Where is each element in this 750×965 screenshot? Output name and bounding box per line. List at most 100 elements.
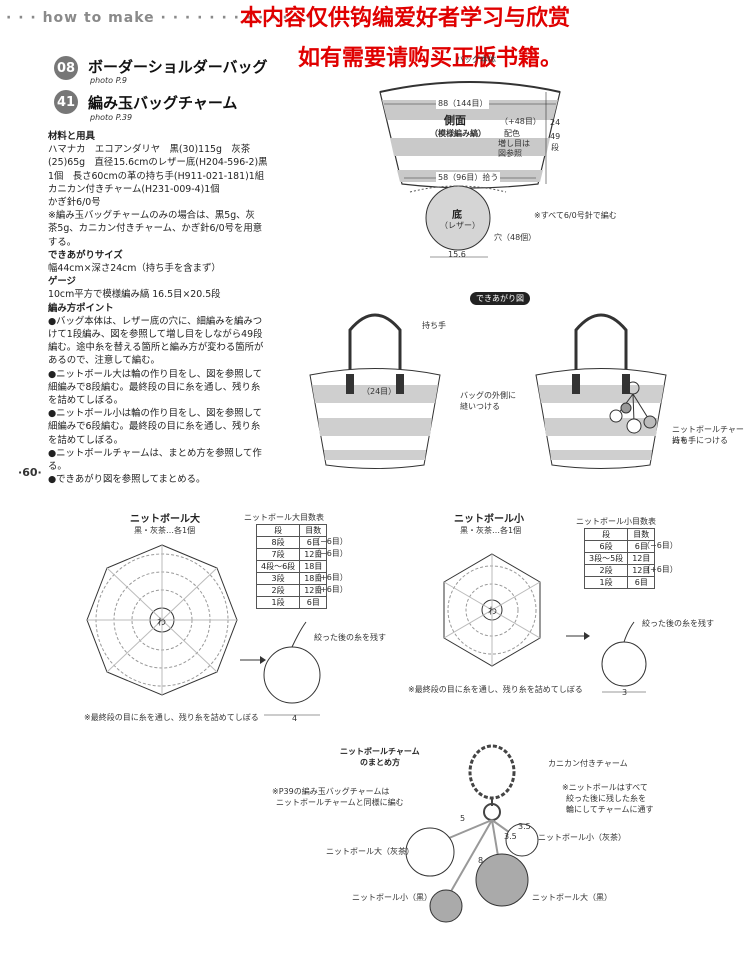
materials-heading: 材料と用具 — [48, 131, 95, 142]
rows-unit: 段 — [551, 143, 559, 152]
width-top-label: 88（144目） — [436, 98, 490, 109]
project-title: 編み玉バッグチャーム — [88, 94, 238, 112]
ball-large-result — [240, 621, 321, 716]
ball-large-tail: 絞った後の糸を残す — [314, 633, 386, 642]
points-line: 編む。途中糸を替える箇所と編み方が変わる箇所が — [48, 342, 264, 354]
ball-large-black-label: ニットボール大（黒） — [532, 893, 612, 902]
ball-small-center: わ — [488, 607, 498, 617]
materials-line: する。 — [48, 236, 77, 248]
thread-note: ※ニットボールはすべて — [562, 783, 648, 792]
charm-note: ニットボールチャームを — [672, 425, 744, 445]
materials-line: カニカン付きチャーム(H231-009-4)1個 — [48, 183, 220, 195]
finished-bags — [309, 313, 667, 469]
photo-ref: photo P.39 — [90, 113, 133, 122]
page-number: ·60· — [18, 466, 42, 479]
points-line: を詰めてしぼる。 — [48, 434, 124, 446]
ball-small-table-notes: （−6目） （+6目） — [642, 541, 678, 574]
ball-large-table-notes: （−6目）（−6目） （+6目）（+6目） — [312, 537, 348, 594]
ball-large-note: ※最終段の目に糸を通し、残り糸を詰めてしぼる — [84, 713, 259, 722]
charm-note: 持ち手につける — [672, 436, 728, 445]
points-heading: 編み方ポイント — [48, 302, 114, 314]
length-label: 8 — [478, 856, 484, 865]
length-label: 5 — [460, 814, 466, 823]
photo-ref: photo P.9 — [90, 76, 127, 85]
size-heading: できあがりサイズ — [48, 249, 123, 261]
stitches-label: （24目） — [362, 387, 397, 396]
how-to-make-header: · · · how to make · · · · · · · · · · · … — [6, 10, 314, 26]
ball-large-gray-label: ニットボール大（灰茶） — [326, 847, 414, 856]
finished-title: できあがり図 — [470, 292, 530, 305]
gauge-heading: ゲージ — [48, 276, 76, 288]
charm-title: ニットボールチャーム — [340, 747, 420, 756]
chain-label: カニカン付きチャーム — [548, 759, 628, 768]
materials-line: 1個 長さ60cmの革の持ち手(H911-021-181)1組 — [48, 170, 265, 182]
base-sub-label: （レザー） — [440, 221, 480, 230]
rows-label: 49 — [550, 132, 561, 141]
handle-label: 持ち手 — [422, 321, 446, 330]
base-label: 底 — [452, 210, 462, 221]
points-line: けて1段編み、図を参照して増し目をしながら49段 — [48, 329, 263, 341]
increase-note: 図参照 — [498, 149, 522, 158]
materials-line: (25)65g 直径15.6cmのレザー底(H204-596-2)黒 — [48, 157, 268, 169]
bottom-width-label: 58（96目）拾う — [436, 172, 501, 183]
notice-line-2: 如有需要请购买正版书籍。 — [298, 46, 563, 71]
project-number-badge: 08 — [54, 56, 78, 80]
thread-note: 絞った後に残した糸を — [566, 794, 646, 803]
ball-small-tail: 絞った後の糸を残す — [642, 619, 714, 628]
ball-large-center: わ — [157, 618, 167, 628]
points-line: あるので、注意して編む。 — [48, 355, 160, 367]
ball-small-result — [566, 621, 647, 693]
ball-large-diameter: 4 — [292, 714, 298, 723]
materials-line: かぎ針6/0号 — [48, 197, 101, 209]
bag-body-label: バッグ本体 — [456, 55, 496, 64]
ball-small-black-label: ニットボール小（黒） — [352, 893, 432, 902]
points-line: ●ニットボール小は輪の作り目をし、図を参照して — [48, 408, 263, 420]
p39-note: ニットボールチャームと同様に編む — [276, 798, 404, 807]
notice-line-1: 本内容仅供钩编爱好者学习与欣赏 — [240, 6, 571, 31]
length-label: 3.5 — [504, 832, 517, 841]
instructions: 材料と用具 ハマナカ エコアンダリヤ 黒(30)115g 灰茶 (25)65g … — [48, 130, 278, 486]
length-label: 3.5 — [518, 822, 531, 831]
ball-large-chart — [86, 544, 238, 696]
project-title: ボーダーショルダーバッグ — [88, 58, 268, 76]
thread-note: 輪にしてチャームに通す — [566, 805, 654, 814]
base-diameter-label: 15.6 — [448, 250, 466, 259]
points-line: ●ニットボール大は輪の作り目をし、図を参照して — [48, 368, 263, 380]
gauge-text: 10cm平方で模様編み縞 16.5目×20.5段 — [48, 289, 221, 301]
ball-large-table-title: ニットボール大目数表 — [244, 513, 324, 522]
charm-assembly-diagram — [405, 744, 539, 923]
project-number-badge: 41 — [54, 90, 78, 114]
materials-line: 茶5g、カニカン付きチャーム、かぎ針6/0号を用意 — [48, 223, 263, 235]
increase-label: （+48目） — [500, 117, 541, 126]
p39-note: ※P39の編み玉バッグチャームは — [272, 787, 390, 796]
bag-body-diagram — [379, 81, 561, 258]
sew-note: バッグの外側に — [460, 391, 516, 400]
points-line: 細編みで6段編む。最終段の目に糸を通し、残り糸 — [48, 421, 261, 433]
ball-small-title: ニットボール小 — [454, 514, 524, 525]
ball-small-gray-label: ニットボール小（灰茶） — [538, 833, 626, 842]
materials-line: ※編み玉バッグチャームのみの場合は、黒5g、灰 — [48, 210, 255, 222]
pattern-label: （模様編み縞） — [430, 129, 486, 138]
materials-line: ハマナカ エコアンダリヤ 黒(30)115g 灰茶 — [48, 144, 251, 156]
size-text: 幅44cm×深さ24cm（持ち手を含まず） — [48, 263, 221, 275]
needle-note: ※すべて6/0号針で編む — [534, 211, 617, 220]
points-line: ●ニットボールチャームは、まとめ方を参照して作 — [48, 447, 262, 459]
ball-small-diameter: 3 — [622, 688, 628, 697]
increase-note: 配色 — [504, 129, 520, 138]
points-line: 細編みで8段編む。最終段の目に糸を通し、残り糸 — [48, 381, 261, 393]
points-line: ●バッグ本体は、レザー底の穴に、細編みを編みつ — [48, 315, 263, 327]
ball-small-sub: 黒・灰茶…各1個 — [460, 526, 522, 535]
ball-small-note: ※最終段の目に糸を通し、残り糸を詰めてしぼる — [408, 685, 583, 694]
points-line: ●できあがり図を参照してまとめる。 — [48, 474, 206, 486]
side-label: 側面 — [444, 114, 466, 127]
ball-small-chart — [443, 553, 541, 667]
sew-note: 縫いつける — [460, 402, 500, 411]
